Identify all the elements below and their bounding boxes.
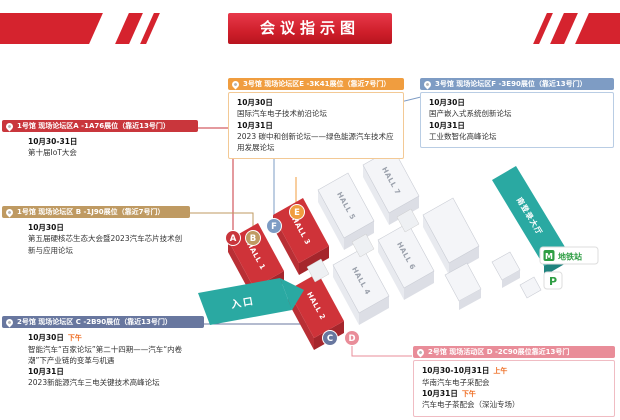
connector-d [351, 346, 412, 357]
svg-text:M: M [545, 252, 553, 261]
svg-text:B: B [250, 234, 256, 244]
callout-e-header-text: 3号馆 现场论坛区E -3K41展位（靠近7号门） [243, 80, 391, 88]
svg-text:E: E [294, 208, 300, 218]
hall-6: HALL 6 [377, 222, 435, 300]
callout-b-header: 1号馆 现场论坛区 B -1J90展位（靠近7号门） [2, 206, 190, 219]
callout-a-header-text: 1号馆 现场论坛区A -1A76展位（靠近13号门） [17, 122, 170, 130]
event-title: 智能汽车“百家论坛”第二十四期——汽车“内卷潮”下产业链的变革与机遇 [28, 344, 183, 365]
callout-b-header-text: 1号馆 现场论坛区 B -1J90展位（靠近7号门） [17, 208, 165, 216]
location-pin-icon [4, 317, 15, 327]
callout-e: 3号馆 现场论坛区E -3K41展位（靠近7号门） 10月30日 国际汽车电子技… [228, 78, 404, 160]
aux-buildings [444, 251, 542, 310]
callout-b-body: 10月30日 第五届硬核芯生态大会暨2023汽车芯片技术创新与应用论坛 [2, 218, 190, 256]
callout-c-body: 10月30日下午 智能汽车“百家论坛”第二十四期——汽车“内卷潮”下产业链的变革… [2, 328, 204, 389]
page-title: 会议指示图 [228, 13, 392, 44]
event-title: 国产嵌入式系统创新论坛 [429, 109, 512, 119]
metro-label: 地铁站 [558, 252, 582, 262]
event-date: 10月30日 [429, 98, 465, 108]
callout-a-header: 1号馆 现场论坛区A -1A76展位（靠近13号门） [2, 120, 198, 133]
svg-text:C: C [327, 334, 333, 344]
event-date: 10月31日 [28, 367, 64, 377]
event-title: 第五届硬核芯生态大会暨2023汽车芯片技术创新与应用论坛 [28, 234, 183, 255]
event-date: 10月30-31日 [28, 137, 78, 147]
event-title: 工业数智化高峰论坛 [429, 131, 497, 141]
marker-f: F [266, 218, 282, 234]
location-pin-icon [415, 347, 426, 357]
callout-c: 2号馆 现场论坛区 C -2B90展位（靠近13号门） 10月30日下午 智能汽… [2, 316, 204, 389]
hall-5: HALL 5 [317, 172, 375, 250]
event-date: 10月30日 [237, 98, 273, 108]
callout-f-body: 10月30日 国产嵌入式系统创新论坛 10月31日 工业数智化高峰论坛 [420, 92, 614, 149]
event-time-tag: 下午 [67, 334, 82, 343]
callout-d: 2号馆 现场活动区 D -2C90展位靠近13号门 10月30-10月31日上午… [413, 346, 615, 417]
marker-e: E [289, 204, 305, 220]
parking-icon: P [549, 275, 557, 288]
event-time-tag: 上午 [493, 367, 508, 376]
event-date: 10月30日 [28, 333, 64, 343]
location-pin-icon [422, 79, 433, 89]
event-title: 2023新能源汽车三电关键技术高峰论坛 [28, 378, 160, 388]
metro-icon [543, 250, 555, 261]
event-date: 10月31日 [422, 388, 458, 398]
callout-c-header: 2号馆 现场论坛区 C -2B90展位（靠近13号门） [2, 316, 204, 329]
event-title: 汽车电子茶配会（深汕专场） [422, 400, 520, 410]
location-pin-icon [4, 121, 15, 131]
hall-4: HALL 4 [332, 247, 390, 325]
event-date: 10月31日 [429, 120, 465, 130]
callout-d-body: 10月30-10月31日上午 华南汽车电子采配会 10月31日下午 汽车电子茶配… [413, 360, 615, 417]
event-date: 10月30-10月31日 [422, 366, 490, 376]
event-title: 2023 碳中和创新论坛——绿色能源汽车技术应用发展论坛 [237, 131, 394, 153]
event-title: 国际汽车电子技术前沿论坛 [237, 109, 327, 119]
callout-b: 1号馆 现场论坛区 B -1J90展位（靠近7号门） 10月30日 第五届硬核芯… [2, 206, 190, 256]
callout-a-body: 10月30-31日 第十届IoT大会 [2, 132, 198, 159]
metro-badge: M 地铁站 [539, 246, 599, 265]
callout-e-header: 3号馆 现场论坛区E -3K41展位（靠近7号门） [228, 78, 404, 91]
marker-a: A [225, 230, 241, 246]
event-title: 第十届IoT大会 [28, 148, 77, 158]
callout-e-body: 10月30日 国际汽车电子技术前沿论坛 10月31日 2023 碳中和创新论坛—… [228, 92, 404, 160]
event-date: 10月31日 [237, 120, 273, 130]
svg-text:D: D [348, 334, 355, 344]
location-pin-icon [4, 207, 15, 217]
entrance-label: 入口 [230, 295, 256, 311]
marker-d: D [344, 330, 360, 346]
callout-f-header-text: 3号馆 现场论坛区F -3E90展位（靠近13号门） [435, 80, 587, 88]
callout-d-header-text: 2号馆 现场活动区 D -2C90展位靠近13号门 [428, 348, 570, 356]
callout-f-header: 3号馆 现场论坛区F -3E90展位（靠近13号门） [420, 78, 614, 91]
marker-c: C [322, 330, 338, 346]
location-pin-icon [230, 79, 241, 89]
event-time-tag: 下午 [461, 389, 476, 398]
event-title: 华南汽车电子采配会 [422, 377, 490, 387]
callout-a: 1号馆 现场论坛区A -1A76展位（靠近13号门） 10月30-31日 第十届… [2, 120, 198, 159]
connector-b [186, 212, 254, 230]
svg-text:F: F [271, 222, 277, 232]
callout-c-header-text: 2号馆 现场论坛区 C -2B90展位（靠近13号门） [17, 318, 172, 326]
entrance: 入口 [198, 278, 304, 325]
svg-text:A: A [230, 234, 237, 244]
marker-b: B [245, 230, 261, 246]
callout-f: 3号馆 现场论坛区F -3E90展位（靠近13号门） 10月30日 国产嵌入式系… [420, 78, 614, 149]
hall-extra [422, 197, 480, 275]
event-date: 10月30日 [28, 223, 64, 233]
parking-badge: P [543, 271, 563, 290]
callout-d-header: 2号馆 现场活动区 D -2C90展位靠近13号门 [413, 346, 615, 359]
